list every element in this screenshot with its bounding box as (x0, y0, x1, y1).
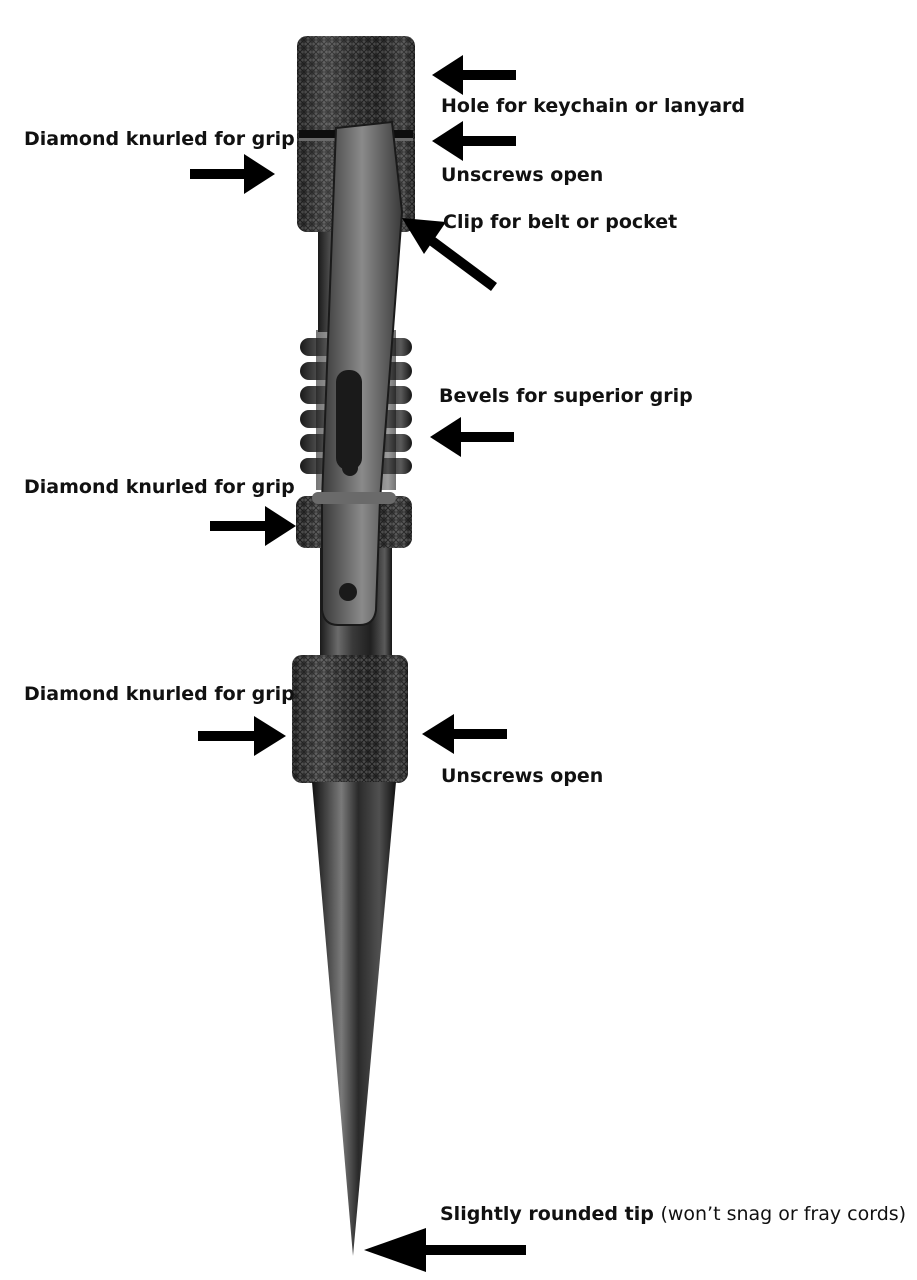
label-knurl-middle: Diamond knurled for grip (24, 476, 295, 498)
arrow-group (190, 55, 526, 1272)
label-unscrews-top: Unscrews open (441, 164, 604, 186)
arrow-unscrews-top (432, 121, 516, 161)
arrow-bevels (430, 417, 514, 457)
label-tip: Slightly rounded tip (won’t snag or fray… (440, 1203, 906, 1225)
arrow-clip (402, 218, 497, 292)
label-hole: Hole for keychain or lanyard (441, 95, 746, 117)
label-unscrews-bottom: Unscrews open (441, 765, 604, 787)
arrow-unscrews-bottom (422, 714, 507, 754)
label-clip: Clip for belt or pocket (443, 211, 678, 233)
spike-point (312, 782, 396, 1256)
label-knurl-bottom: Diamond knurled for grip (24, 683, 295, 705)
label-bevels: Bevels for superior grip (439, 385, 693, 407)
arrow-hole (432, 55, 516, 95)
arrow-knurl-top (190, 154, 275, 194)
arrow-knurl-bottom (198, 716, 286, 756)
arrow-knurl-middle (210, 506, 296, 546)
pocket-clip (312, 120, 404, 626)
arrow-tip (364, 1228, 526, 1272)
bottom-knurled-collar (292, 655, 408, 783)
label-tip-bold: Slightly rounded tip (440, 1203, 654, 1225)
label-knurl-top: Diamond knurled for grip (24, 128, 295, 150)
label-tip-note: (won’t snag or fray cords) (660, 1203, 907, 1225)
